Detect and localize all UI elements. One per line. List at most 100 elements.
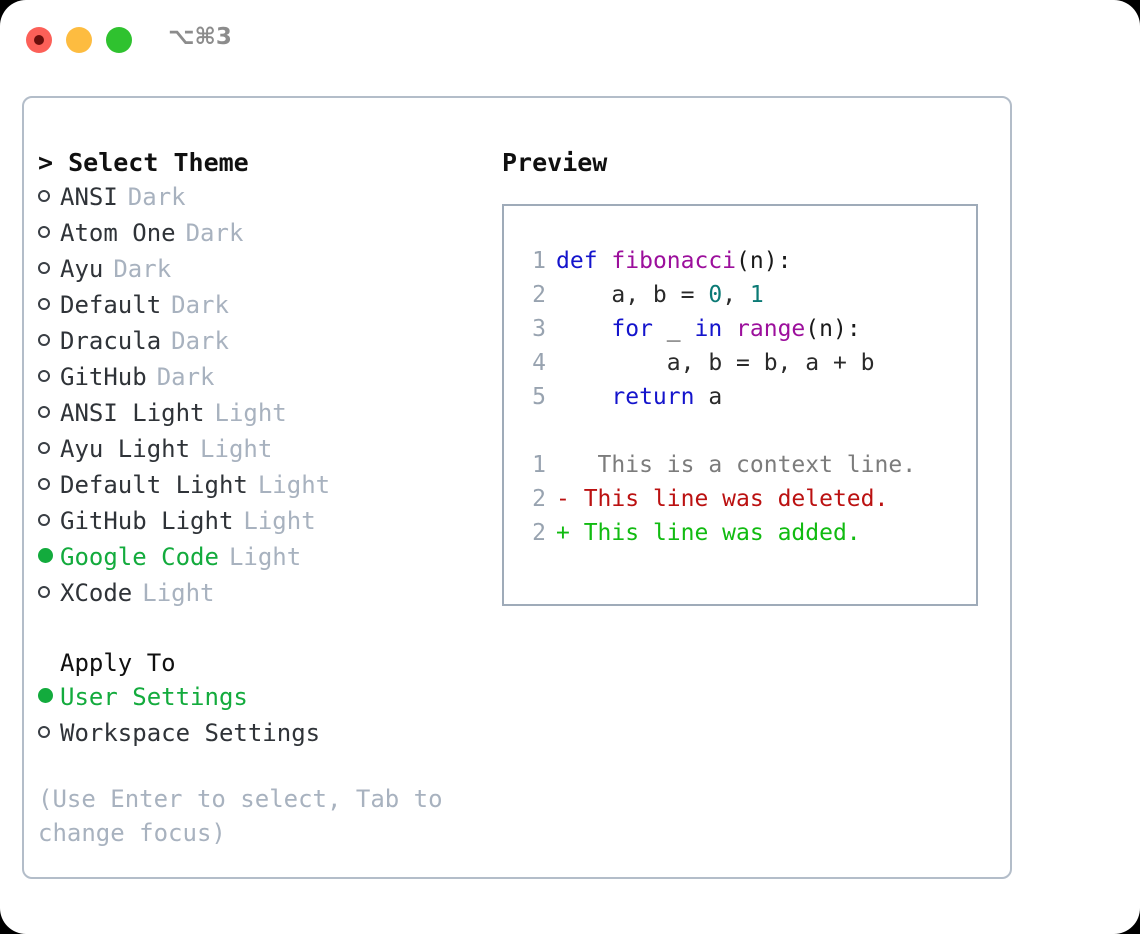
radio-selected-icon — [38, 542, 60, 576]
list-spacer — [38, 612, 488, 646]
radio-unselected-icon — [38, 470, 60, 504]
keyboard-shortcut-label: ⌥⌘3 — [168, 24, 232, 50]
theme-variant-badge: Dark — [171, 327, 229, 355]
code-text: a, b = b, a + b — [556, 350, 875, 376]
theme-variant-badge: Light — [214, 399, 287, 427]
radio-unselected-icon — [38, 290, 60, 324]
theme-variant-badge: Light — [243, 507, 316, 535]
title-bar: ⌥⌘3 — [0, 0, 1140, 80]
diff-sample: 1 This is a context line.2- This line wa… — [504, 448, 976, 550]
apply-to-label: User Settings — [60, 683, 248, 711]
diff-line: 2 + This line was added. — [504, 516, 976, 550]
diff-marker: + — [556, 520, 570, 546]
theme-name: Default Light — [60, 471, 248, 499]
theme-variant-badge: Light — [257, 471, 331, 499]
code-text: def fibonacci(n): — [556, 248, 792, 274]
code-line: 3 for _ in range(n): — [504, 312, 976, 346]
theme-name: ANSI — [60, 183, 118, 211]
theme-variant-badge: Light — [228, 543, 302, 571]
radio-unselected-icon — [38, 718, 60, 752]
radio-unselected-icon — [38, 398, 60, 432]
theme-variant-badge: Dark — [185, 219, 244, 247]
line-number: 5 — [532, 384, 546, 410]
line-number: 2 — [532, 282, 546, 308]
code-text: for _ in range(n): — [611, 316, 861, 342]
theme-option[interactable]: Default Light Light — [38, 468, 488, 504]
code-line: 4 a, b = b, a + b — [504, 346, 976, 380]
theme-option[interactable]: Atom One Dark — [38, 216, 488, 252]
theme-option[interactable]: ANSI Light Light — [38, 396, 488, 432]
theme-variant-badge: Light — [200, 435, 273, 463]
minimize-button[interactable] — [66, 27, 92, 53]
select-theme-header: > Select Theme — [38, 148, 249, 177]
line-number: 1 — [532, 248, 546, 274]
diff-line: 1 This is a context line. — [504, 448, 976, 482]
theme-name: ANSI Light — [60, 399, 205, 427]
apply-to-header: Apply To — [60, 649, 176, 677]
theme-option[interactable]: GitHub Dark — [38, 360, 488, 396]
theme-variant-badge: Dark — [171, 291, 229, 319]
line-number: 2 — [532, 520, 546, 546]
theme-option[interactable]: Dracula Dark — [38, 324, 488, 360]
radio-unselected-icon — [38, 362, 60, 396]
diff-marker: - — [556, 486, 570, 512]
theme-name: Google Code — [60, 543, 219, 571]
theme-name: XCode — [60, 579, 133, 607]
theme-name: Dracula — [60, 327, 162, 355]
diff-line: 2- This line was deleted. — [504, 482, 976, 516]
maximize-button[interactable] — [106, 27, 132, 53]
radio-unselected-icon — [38, 578, 60, 612]
keyboard-hint-text: (Use Enter to select, Tab to change focu… — [38, 785, 443, 847]
theme-option[interactable]: Ayu Light Light — [38, 432, 488, 468]
theme-option[interactable]: Google Code Light — [38, 540, 488, 576]
diff-text: This is a context line. — [569, 452, 917, 478]
code-text: a, b = 0, 1 — [556, 282, 764, 308]
diff-text: This line was deleted. — [569, 486, 889, 512]
apply-to-label: Workspace Settings — [60, 719, 321, 747]
code-line: 1 def fibonacci(n): — [504, 244, 976, 278]
recording-indicator-icon — [34, 35, 44, 45]
theme-option[interactable]: XCode Light — [38, 576, 488, 612]
theme-name: GitHub Light — [60, 507, 234, 535]
theme-variant-badge: Light — [142, 579, 215, 607]
theme-option[interactable]: Default Dark — [38, 288, 488, 324]
diff-text: This line was added. — [569, 520, 861, 546]
theme-name: Atom One — [60, 219, 176, 247]
code-line: 5 return a — [504, 380, 976, 414]
line-number: 2 — [532, 486, 546, 512]
theme-name: Default — [60, 291, 162, 319]
code-text: return a — [611, 384, 723, 410]
theme-variant-badge: Dark — [113, 255, 172, 283]
radio-unselected-icon — [38, 218, 60, 252]
theme-variant-badge: Dark — [156, 363, 215, 391]
radio-unselected-icon — [38, 434, 60, 468]
theme-option[interactable]: GitHub Light Light — [38, 504, 488, 540]
close-button[interactable] — [26, 27, 52, 53]
radio-unselected-icon — [38, 326, 60, 360]
radio-unselected-icon — [38, 506, 60, 540]
line-number: 4 — [532, 350, 546, 376]
radio-unselected-icon — [38, 182, 60, 216]
radio-selected-icon — [38, 682, 60, 716]
theme-option[interactable]: ANSI Dark — [38, 180, 488, 216]
radio-unselected-icon — [38, 254, 60, 288]
apply-to-option[interactable]: Workspace Settings — [38, 716, 488, 752]
code-diff-gap — [504, 414, 976, 448]
line-number: 1 — [532, 452, 546, 478]
code-line: 2 a, b = 0, 1 — [504, 278, 976, 312]
diff-marker — [556, 448, 570, 482]
preview-label: Preview — [502, 148, 608, 177]
apply-to-option[interactable]: User Settings — [38, 680, 488, 716]
theme-name: Ayu Light — [60, 435, 191, 463]
theme-name: GitHub — [60, 363, 147, 391]
theme-variant-badge: Dark — [127, 183, 186, 211]
line-number: 3 — [532, 316, 546, 342]
